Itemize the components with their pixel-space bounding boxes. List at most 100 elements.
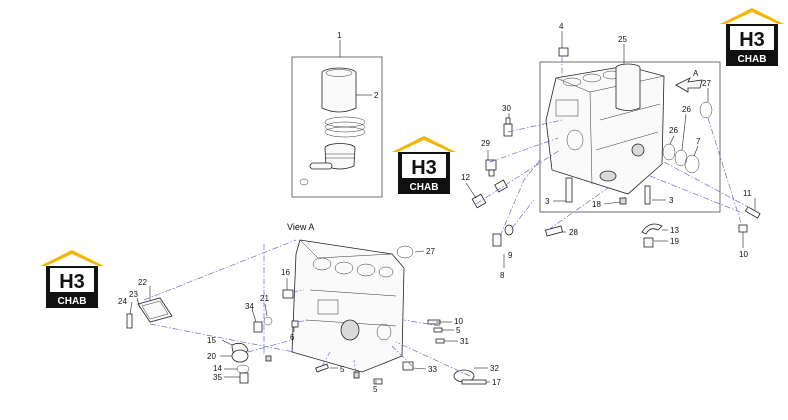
- callout-3b: 3: [669, 196, 674, 205]
- pipe-13: [641, 223, 663, 235]
- callout-8: 8: [500, 271, 505, 280]
- callout-35: 35: [213, 373, 222, 382]
- piston-rings: [324, 116, 366, 138]
- plug-34: [253, 321, 263, 333]
- block-frame: [539, 61, 721, 213]
- callout-11: 11: [743, 189, 752, 198]
- callout-17: 17: [492, 378, 501, 387]
- callout-26a: 26: [669, 126, 678, 135]
- callout-25: 25: [618, 35, 627, 44]
- plug-18: [619, 197, 627, 205]
- plug-35: [239, 372, 249, 384]
- bolt-3a: [565, 177, 573, 203]
- cylinder-block: [545, 65, 665, 195]
- callout-5a: 5: [456, 326, 461, 335]
- callout-15: 15: [207, 336, 216, 345]
- callout-29: 29: [481, 139, 490, 148]
- assembly-paths: [143, 56, 751, 377]
- seal-14: [236, 364, 250, 374]
- block-liner: [615, 63, 641, 111]
- callout-14: 14: [213, 364, 222, 373]
- callout-5b: 5: [340, 365, 345, 374]
- plug-10: [738, 224, 748, 233]
- callout-9: 9: [508, 251, 513, 260]
- callout-23: 23: [129, 290, 138, 299]
- callout-27b: 27: [426, 247, 435, 256]
- fitting-28: [545, 225, 563, 237]
- arrow-a-label: A: [693, 69, 699, 78]
- plug-16: [282, 289, 294, 299]
- logo-roof-icon: [392, 136, 456, 152]
- callout-24: 24: [118, 297, 127, 306]
- callout-28: 28: [569, 228, 578, 237]
- callout-5c: 5: [373, 385, 378, 394]
- callout-1: 1: [337, 31, 342, 40]
- pin-clip: [299, 178, 309, 186]
- callout-3a: 3: [545, 197, 550, 206]
- pin-31: [435, 338, 445, 344]
- callout-34: 34: [245, 302, 254, 311]
- sensor-12: [471, 179, 508, 209]
- seal-ring-7: [684, 154, 700, 174]
- pin-17: [461, 379, 487, 385]
- brand-logo-top-right: H3 CHAB: [720, 8, 784, 66]
- callout-21: 21: [260, 294, 269, 303]
- logo-bottom-text: CHAB: [410, 182, 439, 193]
- callout-27a: 27: [702, 79, 711, 88]
- seal-ring-26a: [662, 143, 676, 161]
- callout-31: 31: [460, 337, 469, 346]
- callout-numbers: 1 2 3 3 4 5 5 5 6 7 8 9 10 10 11 12 13 1…: [118, 22, 752, 394]
- brand-logo-left: H3 CHAB: [40, 250, 104, 308]
- callout-22: 22: [138, 278, 147, 287]
- cover-plate: [137, 297, 173, 323]
- callout-20: 20: [207, 352, 216, 361]
- callout-19: 19: [670, 237, 679, 246]
- pin-5a: [315, 363, 329, 373]
- bolt-3b: [644, 185, 651, 205]
- logo-roof-icon: [40, 250, 104, 266]
- brand-logo-middle: H3 CHAB: [392, 136, 456, 194]
- piston-kit-frame: [291, 56, 383, 198]
- leader-lines: [129, 31, 756, 384]
- view-a-block: [291, 239, 405, 373]
- callout-2: 2: [374, 91, 379, 100]
- callout-10b: 10: [739, 250, 748, 259]
- logo-top-text: H3: [411, 157, 437, 179]
- piston-kit-group: [291, 40, 383, 198]
- callout-6: 6: [290, 333, 295, 342]
- sensor-29: [485, 159, 497, 177]
- seal-ring-27: [699, 101, 713, 119]
- view-a-label: View A: [287, 222, 314, 232]
- callout-13: 13: [670, 226, 679, 235]
- logo-bottom-text: CHAB: [738, 54, 767, 65]
- cap-20: [231, 349, 249, 363]
- pin-5d: [433, 327, 443, 333]
- seal-ring-27-view: [396, 245, 414, 259]
- callout-32: 32: [490, 364, 499, 373]
- plug-5b: [353, 371, 360, 379]
- logo-top-text: H3: [59, 271, 85, 293]
- bolt-24: [126, 313, 133, 329]
- callout-30: 30: [502, 104, 511, 113]
- seal-21: [263, 316, 273, 326]
- plug-33: [402, 361, 414, 371]
- piston-pin: [309, 162, 333, 170]
- callout-33: 33: [428, 365, 437, 374]
- logo-bottom-text: CHAB: [58, 296, 87, 307]
- callout-7: 7: [696, 137, 701, 146]
- cylinder-liner: [321, 67, 357, 113]
- callout-26b: 26: [682, 105, 691, 114]
- main-block-group: [471, 47, 761, 248]
- callout-12: 12: [461, 173, 470, 182]
- callout-4: 4: [559, 22, 564, 31]
- plug-5c: [373, 378, 383, 385]
- logo-top-text: H3: [739, 29, 765, 51]
- view-a-group: [126, 239, 487, 385]
- view-direction-arrow: [675, 77, 703, 93]
- plug-4: [558, 47, 569, 57]
- sensor-30: [503, 117, 513, 137]
- callout-10a: 10: [454, 317, 463, 326]
- plug-6: [291, 320, 299, 328]
- pin-11: [744, 206, 761, 219]
